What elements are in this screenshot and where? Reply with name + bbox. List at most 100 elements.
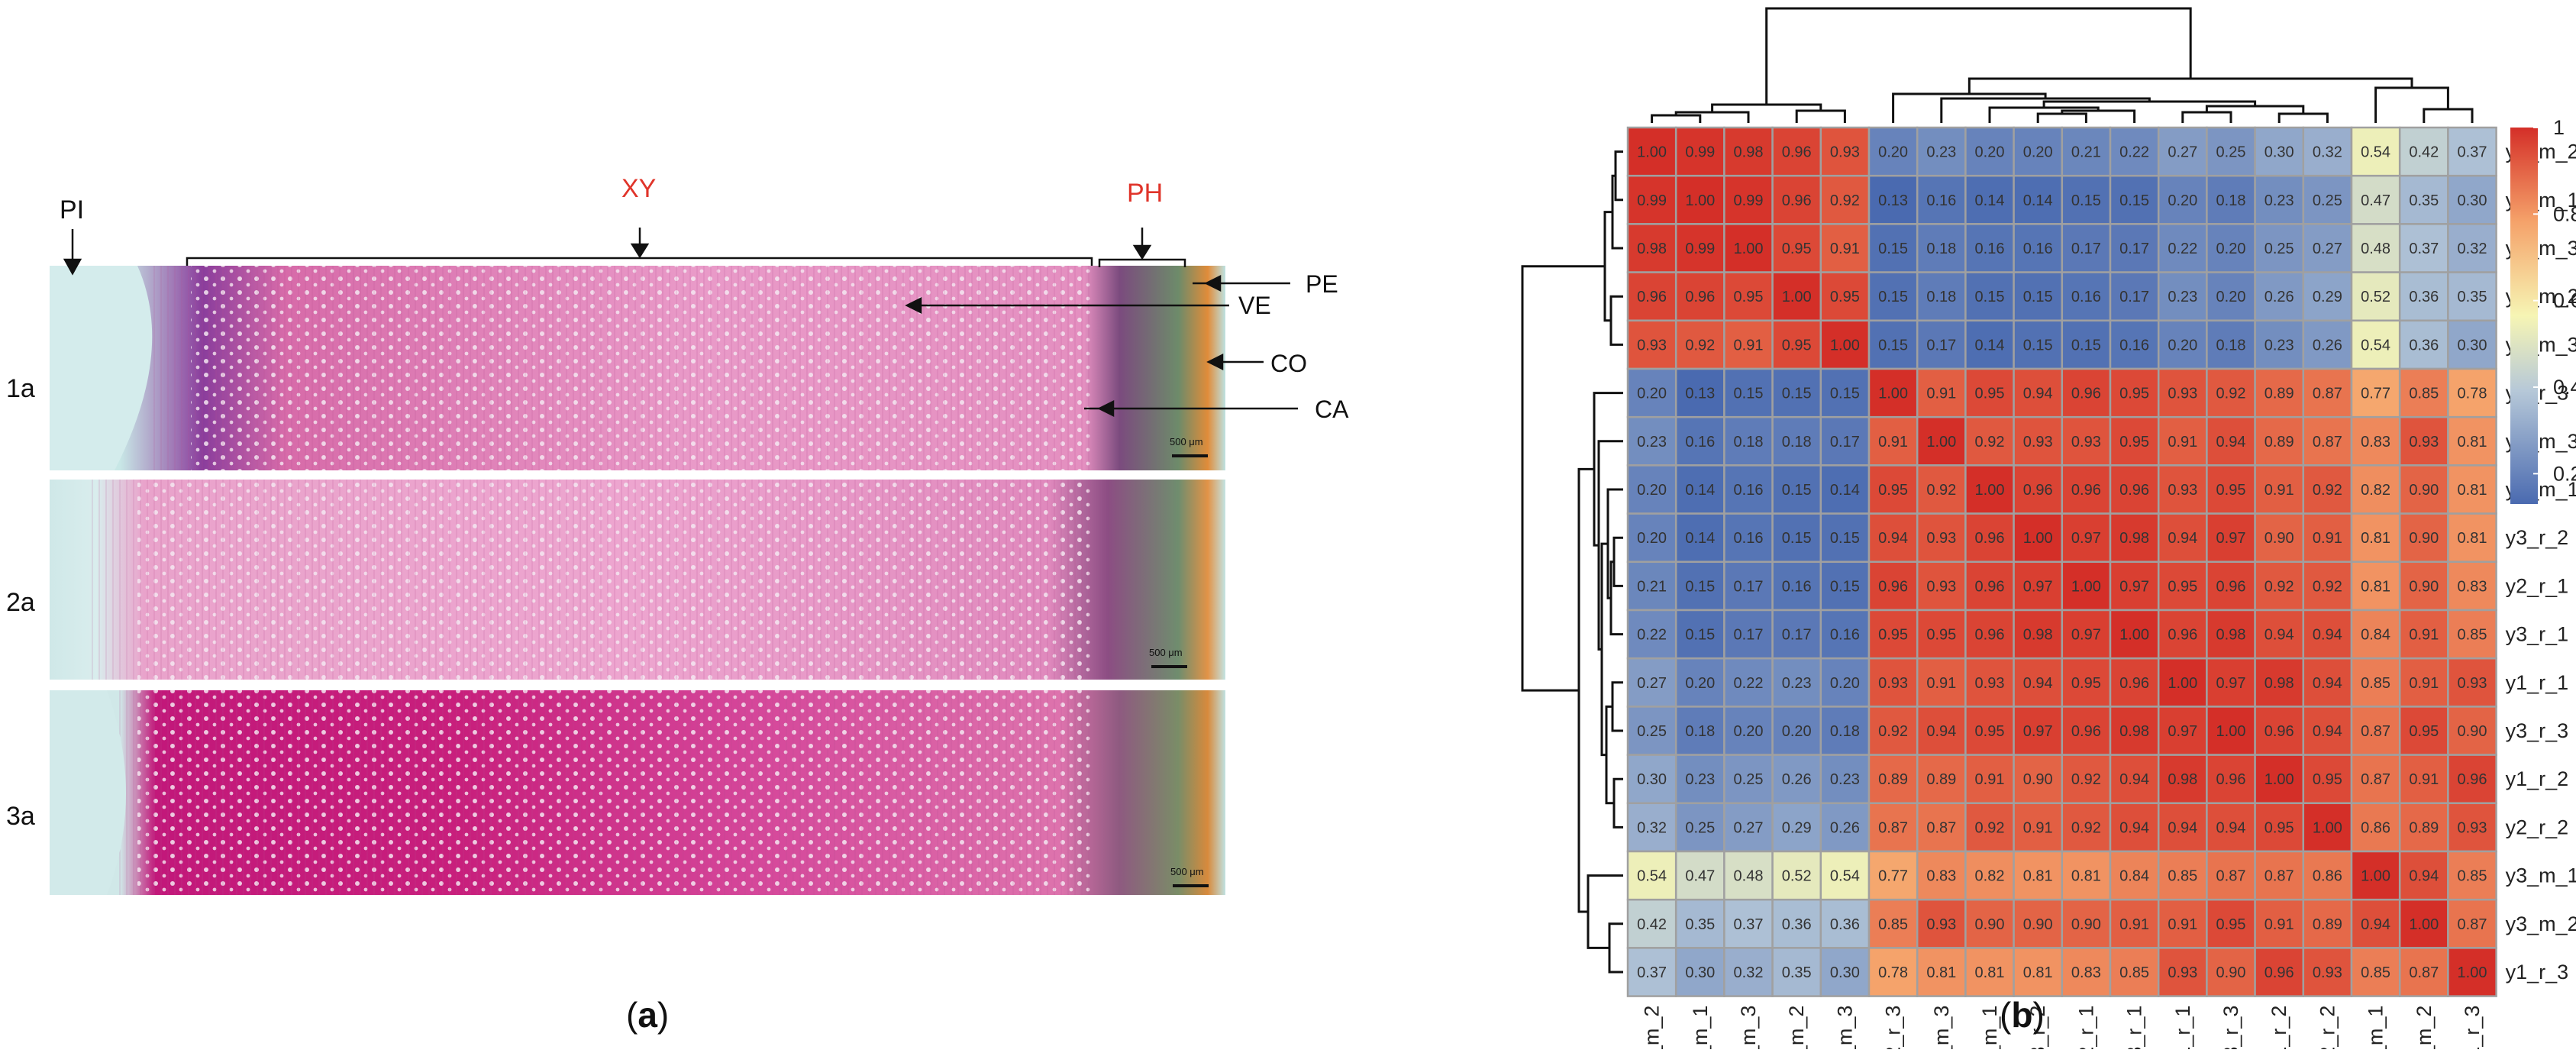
cell-value-label: 0.93 bbox=[2168, 964, 2197, 981]
micrograph-figure bbox=[50, 228, 1321, 895]
heatmap-cell bbox=[2206, 512, 2256, 564]
cell-value-label: 0.94 bbox=[2361, 916, 2390, 933]
cell-value-label: 0.93 bbox=[2023, 434, 2053, 451]
cell-value-label: 0.32 bbox=[1734, 964, 1764, 981]
heatmap-cell bbox=[1867, 126, 1919, 177]
heatmap-cell bbox=[2061, 609, 2112, 660]
heatmap-cell bbox=[2013, 706, 2064, 756]
heatmap-cell bbox=[1819, 609, 1871, 660]
cell-value-label: 0.97 bbox=[2071, 530, 2101, 547]
heatmap-cell bbox=[1964, 850, 2015, 901]
xy-bracket bbox=[186, 228, 1093, 266]
cell-value-label: 0.23 bbox=[2264, 192, 2294, 209]
cell-value-label: 0.30 bbox=[2264, 144, 2294, 161]
cell-value-label: 0.87 bbox=[2264, 868, 2294, 885]
cell-value-label: 0.90 bbox=[2458, 723, 2487, 740]
cell-value-label: 0.98 bbox=[2168, 771, 2197, 788]
heatmap-cell bbox=[2061, 271, 2112, 322]
cell-value-label: 0.91 bbox=[2168, 434, 2197, 451]
heatmap-cell bbox=[2157, 174, 2208, 225]
cell-value-label: 0.94 bbox=[2409, 868, 2439, 885]
cell-value-label: 0.93 bbox=[2313, 964, 2342, 981]
column-label: y1_m_3 bbox=[1737, 1006, 1760, 1049]
cell-value-label: 0.52 bbox=[1782, 868, 1812, 885]
cell-value-label: 0.20 bbox=[1637, 386, 1667, 402]
cell-value-label: 0.25 bbox=[2216, 144, 2246, 161]
row-dendrogram-link bbox=[1612, 777, 1623, 829]
colorbar-tick-label: 0.2 bbox=[2553, 462, 2576, 485]
colorbar-tick-label: 0.6 bbox=[2553, 289, 2576, 312]
cell-value-label: 0.91 bbox=[2023, 819, 2053, 836]
row-label-3a: 3a bbox=[6, 802, 35, 831]
cell-value-label: 0.26 bbox=[1782, 771, 1812, 788]
heatmap-cell bbox=[1723, 754, 1774, 805]
heatmap-cell bbox=[2013, 464, 2064, 515]
heatmap-cell bbox=[1723, 802, 1774, 853]
cell-value-label: 0.20 bbox=[1637, 530, 1667, 547]
colorbar bbox=[2510, 128, 2538, 504]
micrograph-3a bbox=[50, 690, 1225, 895]
cell-value-label: 0.23 bbox=[1685, 771, 1715, 788]
label-co: CO bbox=[1270, 350, 1307, 377]
heatmap-cell bbox=[2302, 223, 2353, 273]
heatmap-cell bbox=[2302, 609, 2353, 660]
label-pe: PE bbox=[1306, 270, 1338, 298]
heatmap-cell bbox=[2013, 367, 2064, 418]
cell-value-label: 0.87 bbox=[2361, 771, 2390, 788]
cell-value-label: 0.17 bbox=[1782, 627, 1812, 644]
cell-value-label: 0.36 bbox=[2409, 289, 2439, 305]
heatmap-cell bbox=[2206, 706, 2256, 756]
cell-value-label: 1.00 bbox=[1734, 241, 1764, 257]
cell-value-label: 0.92 bbox=[2264, 578, 2294, 595]
cell-value-label: 0.14 bbox=[1830, 482, 1860, 499]
heatmap-cell bbox=[2447, 271, 2497, 322]
cell-value-label: 0.23 bbox=[1637, 434, 1667, 451]
ve-arrow bbox=[905, 296, 1229, 315]
row-label-1a: 1a bbox=[6, 374, 35, 403]
heatmap-cell bbox=[2398, 947, 2449, 997]
cell-value-label: 0.96 bbox=[2119, 675, 2149, 692]
cell-value-label: 0.91 bbox=[1926, 386, 1956, 402]
cell-value-label: 0.54 bbox=[2361, 144, 2390, 161]
cell-value-label: 0.87 bbox=[2313, 434, 2342, 451]
cell-value-label: 0.90 bbox=[2023, 916, 2053, 933]
cell-value-label: 0.37 bbox=[1637, 964, 1667, 981]
cell-value-label: 0.96 bbox=[2071, 482, 2101, 499]
heatmap-cell bbox=[2302, 850, 2353, 901]
cell-value-label: 0.35 bbox=[2409, 192, 2439, 209]
cell-value-label: 0.54 bbox=[2361, 337, 2390, 354]
pi-arrow bbox=[63, 229, 82, 276]
cell-value-label: 0.99 bbox=[1685, 144, 1715, 161]
cell-value-label: 0.92 bbox=[1878, 723, 1908, 740]
cell-value-label: 0.95 bbox=[1782, 337, 1812, 354]
cell-value-label: 0.18 bbox=[2216, 337, 2246, 354]
cell-value-label: 0.20 bbox=[1830, 675, 1860, 692]
column-dendrogram-link bbox=[2277, 112, 2329, 123]
caption-a: (a) bbox=[626, 995, 670, 1035]
heatmap-cell bbox=[2061, 947, 2112, 997]
cell-value-label: 0.94 bbox=[2313, 723, 2342, 740]
cell-value-label: 0.96 bbox=[2458, 771, 2487, 788]
column-label: y3_m_1 bbox=[2365, 1006, 2387, 1049]
cell-value-label: 1.00 bbox=[2119, 627, 2149, 644]
heatmap-cell bbox=[1771, 367, 1822, 418]
row-dendrogram-link bbox=[1611, 681, 1623, 732]
label-ph: PH bbox=[1127, 179, 1164, 208]
heatmap-cell bbox=[1771, 898, 1822, 949]
cell-value-label: 0.20 bbox=[2023, 144, 2053, 161]
heatmap-cell bbox=[1964, 754, 2015, 805]
cell-value-label: 0.95 bbox=[1830, 289, 1860, 305]
cell-value-label: 1.00 bbox=[1637, 144, 1667, 161]
cell-value-label: 1.00 bbox=[2313, 819, 2342, 836]
cell-value-label: 0.81 bbox=[1926, 964, 1956, 981]
row-dendrogram-link bbox=[1521, 265, 1605, 692]
column-dendrogram-link bbox=[1765, 7, 2192, 105]
cell-value-label: 0.92 bbox=[1926, 482, 1956, 499]
cell-value-label: 0.83 bbox=[1926, 868, 1956, 885]
heatmap-cell bbox=[2447, 126, 2497, 177]
heatmap-cell bbox=[2254, 126, 2305, 177]
heatmap-cell bbox=[1723, 609, 1774, 660]
heatmap-cell bbox=[1771, 223, 1822, 273]
cell-value-label: 0.98 bbox=[2264, 675, 2294, 692]
row-dendrogram-link bbox=[1609, 295, 1623, 346]
